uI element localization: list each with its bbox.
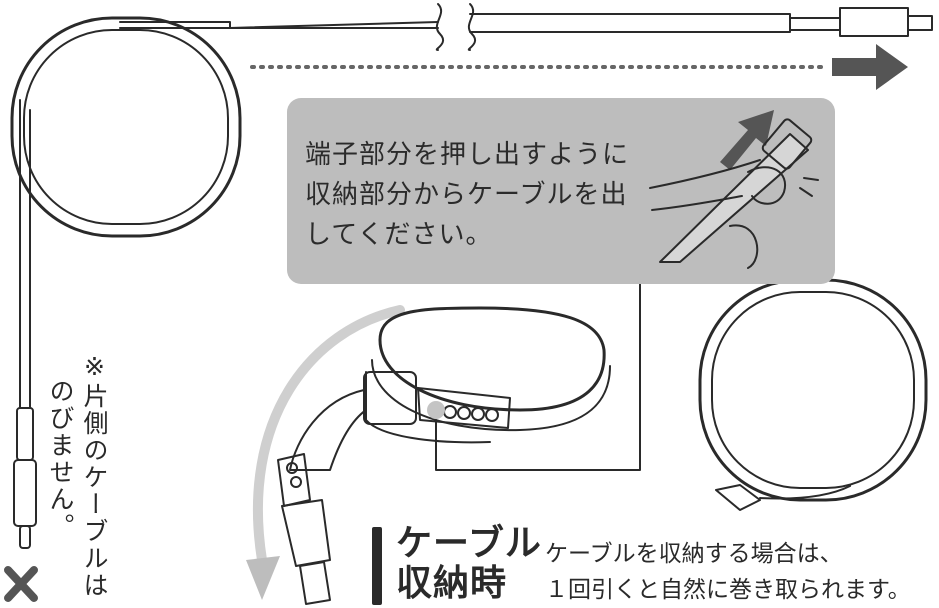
storage-desc-line-2: １回引くと自然に巻き取られます。	[545, 577, 911, 603]
storage-title: ケーブル 収納時	[396, 524, 542, 604]
extended-cable	[119, 3, 933, 51]
note-line-2: のびません。	[46, 378, 75, 540]
callout-line-3: してください。	[305, 220, 493, 250]
section-bar	[372, 527, 382, 605]
note-line-1: ※片側のケーブルは	[80, 352, 109, 599]
storage-title-line-2: 収納時	[396, 563, 508, 604]
callout-text: 端子部分を押し出すように 収納部分からケーブルを出 してください。	[305, 135, 629, 255]
hanging-cable	[13, 99, 37, 549]
storage-description: ケーブルを収納する場合は、 １回引くと自然に巻き取られます。	[545, 536, 911, 608]
callout-line-2: 収納部分からケーブルを出	[305, 180, 628, 210]
push-arrow-icon	[720, 110, 774, 170]
storage-title-line-1: ケーブル	[396, 523, 542, 564]
storage-desc-line-1: ケーブルを収納する場合は、	[545, 541, 843, 567]
pull-down-arrow-icon	[246, 305, 405, 600]
cable-reel-compact	[277, 281, 641, 605]
cross-mark-icon	[4, 566, 38, 602]
cable-reel-extended	[10, 16, 242, 238]
pull-right-arrow-icon	[250, 44, 908, 90]
callout-line-1: 端子部分を押し出すように	[305, 140, 630, 170]
